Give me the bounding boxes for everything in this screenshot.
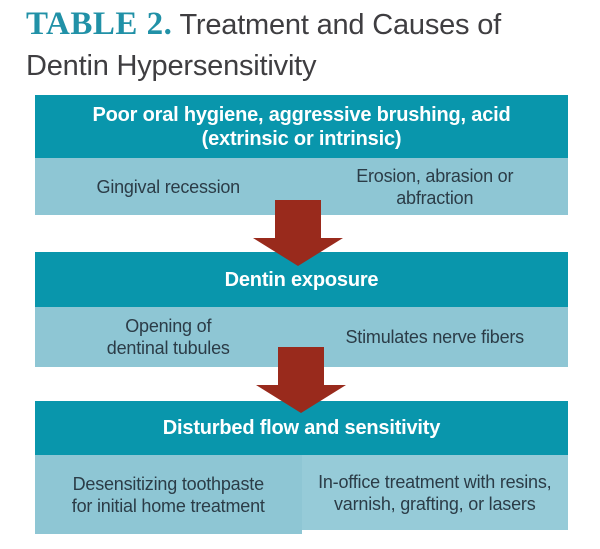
stage-cells-causes: Gingival recession Erosion, abrasion or … <box>35 158 568 215</box>
cell-erosion-abrasion: Erosion, abrasion or abfraction <box>301 158 568 215</box>
stage-header-sensitivity: Disturbed flow and sensitivity <box>35 401 568 455</box>
stage-header-causes: Poor oral hygiene, aggressive brushing, … <box>35 95 568 158</box>
cell-opening-tubules: Opening of dentinal tubules <box>35 307 302 367</box>
stage-cells-exposure: Opening of dentinal tubules Stimulates n… <box>35 307 568 367</box>
cell-line: Opening of <box>125 316 212 336</box>
cell-line: abfraction <box>396 187 474 208</box>
cell-desensitizing-toothpaste: Desensitizing toothpaste for initial hom… <box>35 455 302 534</box>
header-line: Poor oral hygiene, aggressive brushing, … <box>92 103 511 126</box>
figure-title: TABLE 2.Treatment and Causes of Dentin H… <box>26 6 586 89</box>
header-line: Disturbed flow and sensitivity <box>162 417 441 439</box>
table-number-label: TABLE 2. <box>26 6 173 42</box>
stage-block-causes: Poor oral hygiene, aggressive brushing, … <box>35 95 568 215</box>
cell-line: Stimulates nerve fibers <box>345 327 525 347</box>
cell-gingival-recession: Gingival recession <box>35 158 302 215</box>
figure-title-line1: Treatment and Causes of <box>179 9 501 41</box>
cell-line: Erosion, abrasion or <box>356 165 514 186</box>
figure-title-line2: Dentin Hypersensitivity <box>26 50 317 82</box>
cell-line: Gingival recession <box>96 176 241 197</box>
stage-block-exposure: Dentin exposure Opening of dentinal tubu… <box>35 252 568 367</box>
down-arrow-icon <box>256 347 346 413</box>
header-line: (extrinsic or intrinsic) <box>201 127 402 150</box>
cell-stimulates-nerves: Stimulates nerve fibers <box>301 307 568 367</box>
cell-line: Desensitizing toothpaste <box>72 473 265 494</box>
cell-line: for initial home treatment <box>71 495 265 516</box>
header-line: Dentin exposure <box>224 268 379 291</box>
cell-line: varnish, grafting, or lasers <box>334 493 536 514</box>
cell-line: dentinal tubules <box>106 338 230 358</box>
stage-cells-sensitivity: Desensitizing toothpaste for initial hom… <box>35 455 568 534</box>
cell-in-office-treatment: In-office treatment with resins, varnish… <box>301 455 568 530</box>
cell-line: In-office treatment with resins, <box>318 471 552 492</box>
stage-block-sensitivity: Disturbed flow and sensitivity Desensiti… <box>35 401 568 534</box>
down-arrow-icon <box>253 200 343 266</box>
